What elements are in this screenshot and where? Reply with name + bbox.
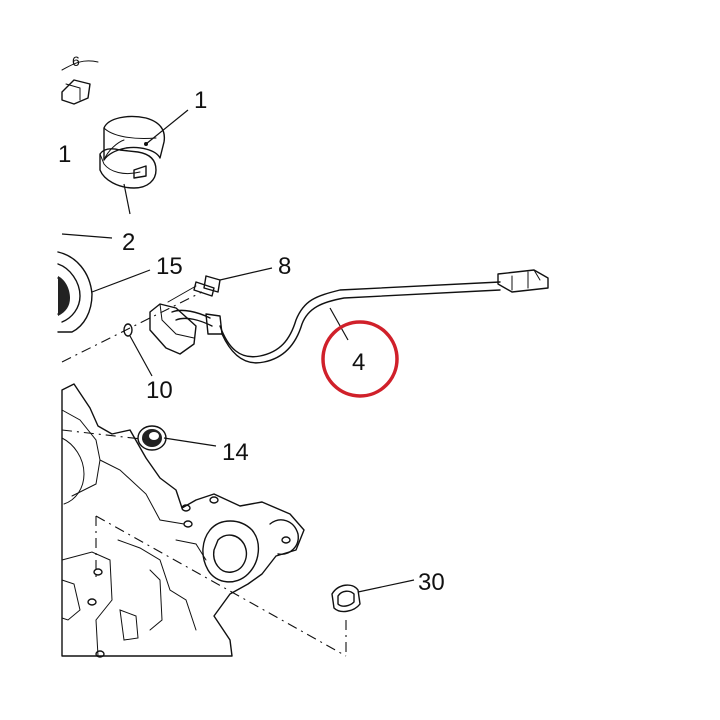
callout-2: 2 <box>122 229 135 256</box>
bearing-shell-lower <box>99 148 157 189</box>
callout-4: 4 <box>352 349 365 376</box>
callout-6: 6 <box>72 53 80 69</box>
callout-1: 1 <box>194 87 207 114</box>
callout-8: 8 <box>278 253 291 280</box>
clip-part-30 <box>331 584 361 613</box>
bearing-shell-upper <box>103 115 166 161</box>
callout-1-side: 1 <box>58 141 71 168</box>
bolt-part-8 <box>167 275 221 303</box>
callout-30: 30 <box>418 569 445 596</box>
seal-part-15 <box>57 251 93 333</box>
callout-14: 14 <box>222 439 249 466</box>
highlight-circle <box>321 320 399 398</box>
sensor-cable-part-4 <box>149 269 549 364</box>
seal-part-14 <box>137 425 167 451</box>
o-ring-part-10 <box>123 323 133 337</box>
callout-10: 10 <box>146 377 173 404</box>
part-6-fragment <box>61 60 99 105</box>
housing-block <box>61 383 305 658</box>
callout-15: 15 <box>156 253 183 280</box>
